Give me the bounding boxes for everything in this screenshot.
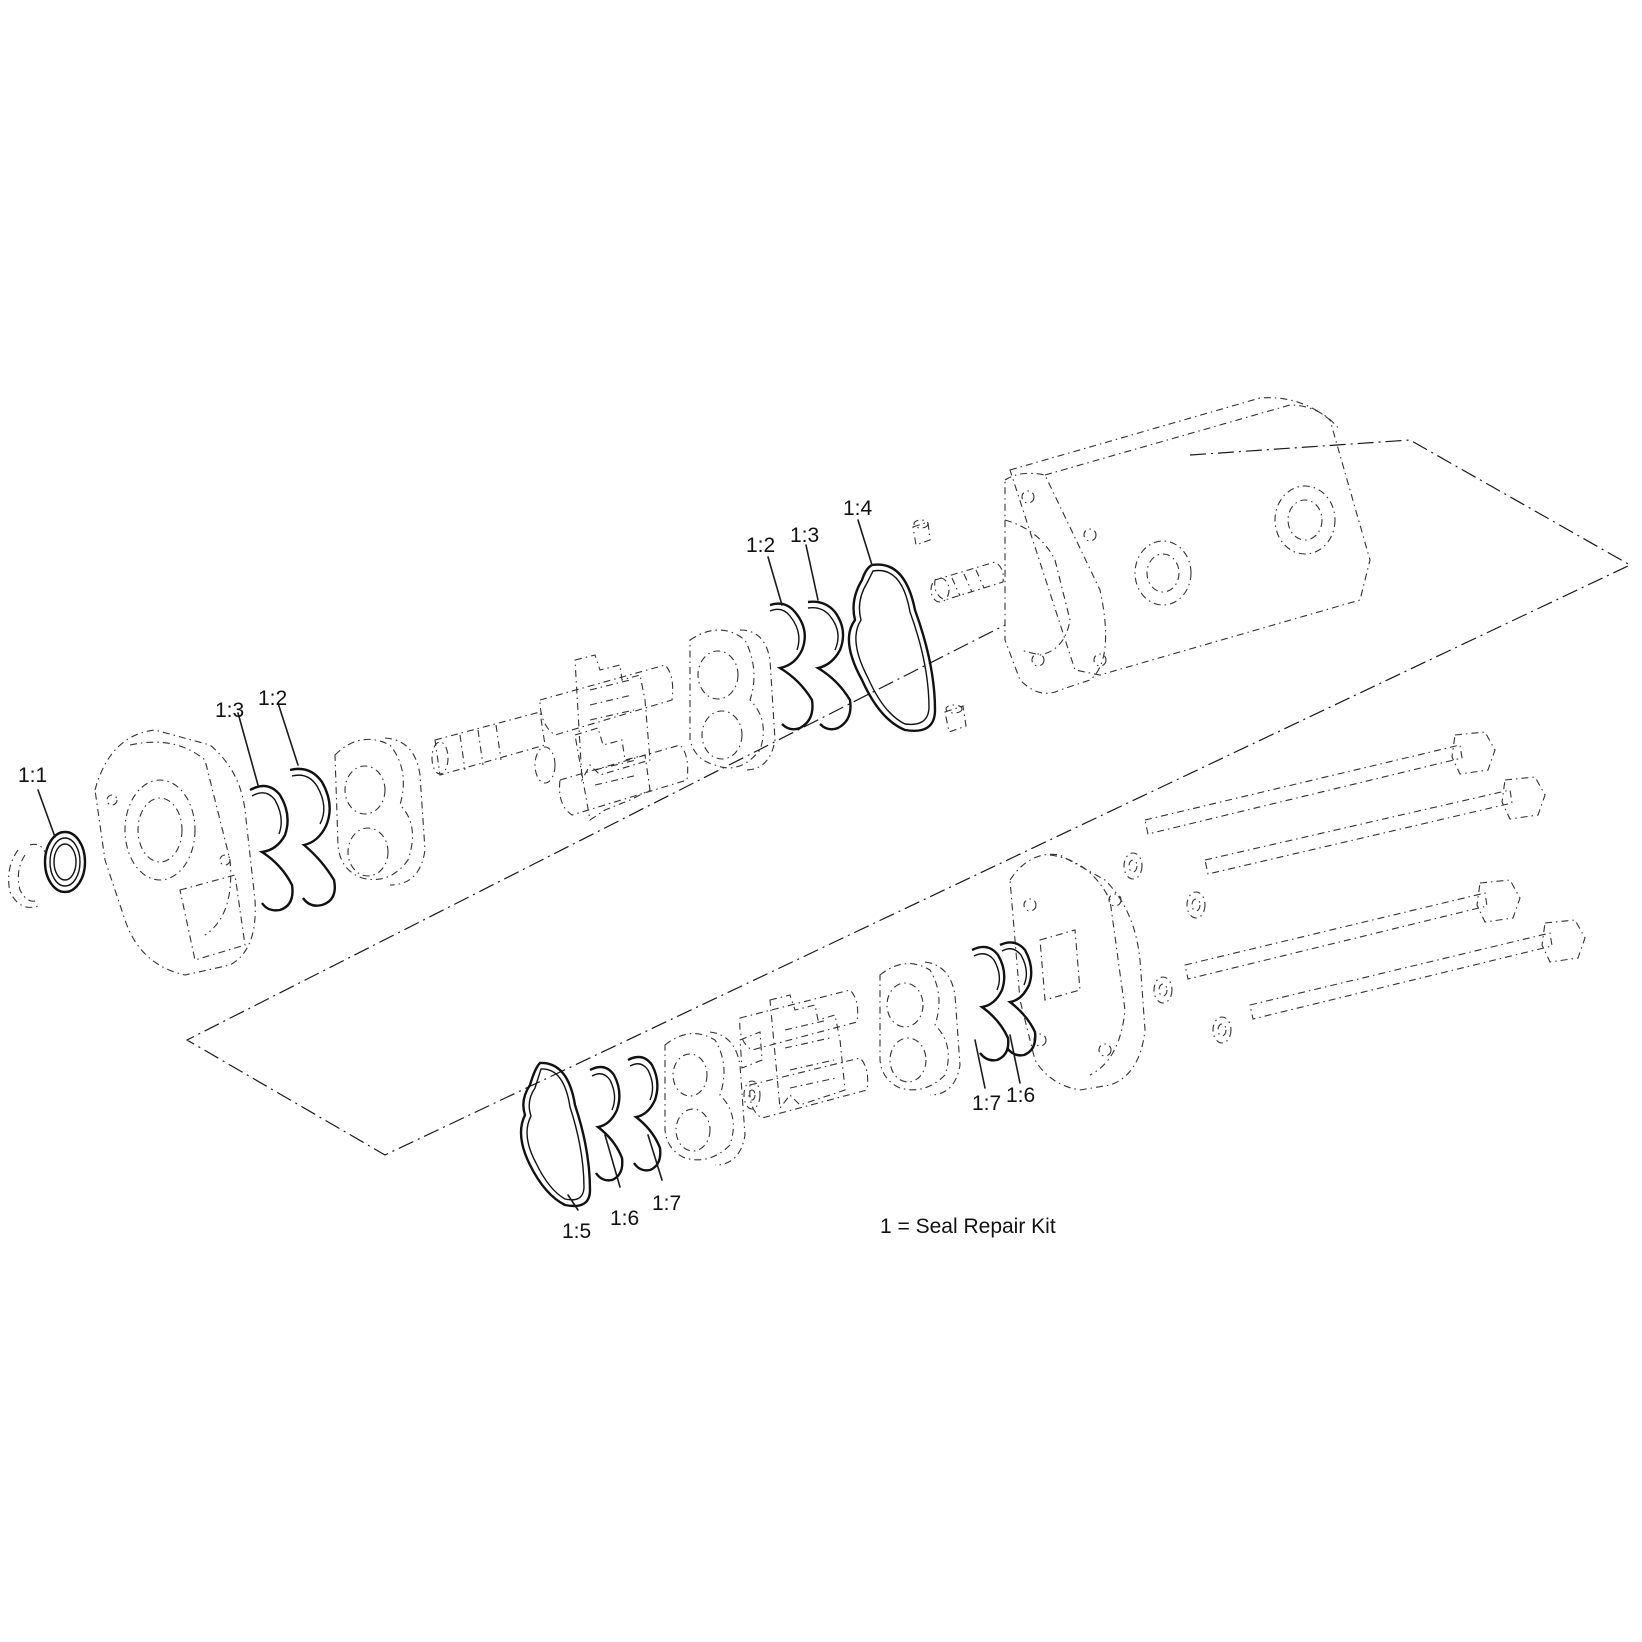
bolts-washers — [1123, 731, 1586, 1044]
callout-labels: 1:1 1:3 1:2 1:2 1:3 1:4 1:5 1:6 1:7 1:7 … — [18, 497, 1035, 1243]
callout-lower-seal-a: 1:6 — [610, 1207, 639, 1230]
gear-set-lower — [739, 989, 869, 1119]
callout-front-seal-a: 1:3 — [215, 699, 244, 722]
gear-set-upper — [431, 654, 689, 821]
kit-legend: 1 = Seal Repair Kit — [880, 1215, 1056, 1238]
wear-plate-rear — [879, 961, 961, 1096]
callout-rear-seal-b: 1:6 — [1006, 1084, 1035, 1107]
wear-seals-lower-front — [589, 1055, 662, 1182]
leader-lines — [37, 519, 1021, 1211]
dowel-pins — [912, 519, 967, 733]
callout-upper-gasket: 1:4 — [843, 497, 873, 520]
body-seal-upper — [847, 563, 937, 732]
rear-cover — [1009, 853, 1146, 1091]
callout-upper-seal-a: 1:2 — [746, 534, 775, 557]
wear-plate-upper — [689, 629, 776, 771]
assembly-axis-guide — [185, 439, 1632, 1156]
callout-lower-gasket: 1:5 — [562, 1220, 591, 1243]
pump-housing — [1004, 397, 1371, 694]
body-seal-lower — [519, 1061, 592, 1208]
shaft-seal — [43, 830, 87, 894]
callout-upper-seal-b: 1:3 — [790, 524, 819, 547]
retaining-ring — [8, 843, 46, 908]
callout-lower-seal-b: 1:7 — [652, 1192, 681, 1215]
wear-seals-front-left — [249, 767, 336, 912]
callout-front-seal-b: 1:2 — [258, 687, 287, 710]
front-flange-cover — [94, 729, 256, 976]
wear-plate-front — [334, 737, 426, 886]
wear-seals-rear — [971, 941, 1037, 1062]
wear-seals-upper-right — [769, 600, 852, 731]
callout-rear-seal-a: 1:7 — [972, 1092, 1001, 1115]
drive-shaft — [930, 561, 1004, 603]
callout-shaft-seal: 1:1 — [18, 764, 47, 787]
wear-plate-lower-front — [664, 1031, 746, 1166]
